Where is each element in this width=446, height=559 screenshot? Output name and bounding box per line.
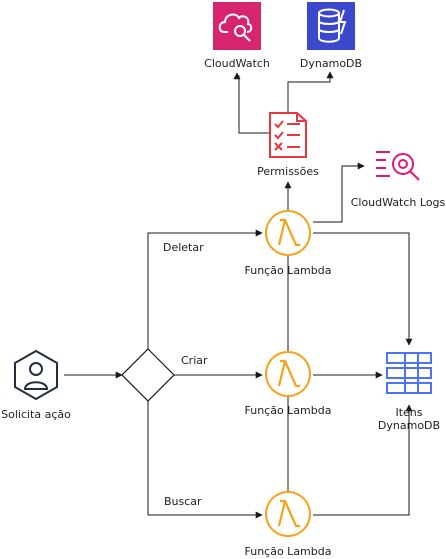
lambda-create-node[interactable]: Função Lambda [245, 351, 332, 417]
edge-label-create: Criar [181, 354, 208, 367]
lambda-delete-label: Função Lambda [245, 264, 332, 277]
permissions-node[interactable]: Permissões [257, 112, 319, 178]
cloudwatch-logs-node[interactable]: CloudWatch Logs [351, 151, 446, 209]
database-glyph [318, 8, 347, 43]
edge-permissions-to-dynamodb [287, 71, 334, 113]
edge-lambda-delete-to-items [313, 232, 413, 346]
edge-decision-to-search [147, 401, 263, 519]
edge-lambda-search-to-items [313, 404, 413, 516]
items-dynamodb-node[interactable]: Itens DynamoDB [378, 352, 440, 432]
user-body [23, 381, 49, 390]
lambda-search-label: Função Lambda [245, 545, 332, 558]
user-label: Solicita ação [1, 408, 71, 421]
lambda-glyph [277, 218, 300, 247]
user-head [29, 362, 43, 376]
checklist-icon [269, 112, 307, 158]
logs-magnifier-icon [376, 151, 420, 181]
cloudwatch-logs-label: CloudWatch Logs [351, 196, 446, 209]
cloud-magnifier-glyph [218, 13, 253, 42]
items-label-line2: DynamoDB [378, 419, 440, 432]
table-icon [386, 352, 432, 394]
lambda-create-label: Função Lambda [245, 404, 332, 417]
permissions-label: Permissões [257, 165, 319, 178]
edge-label-delete: Deletar [163, 241, 204, 254]
edge-lambda-to-cloudwatch-logs [313, 162, 365, 223]
edge-permissions-to-cloudwatch [233, 72, 270, 134]
user-node[interactable]: Solicita ação [1, 349, 71, 421]
lambda-delete-node[interactable]: Função Lambda [245, 210, 332, 277]
decision-diamond[interactable] [121, 348, 175, 402]
dynamodb-top-node[interactable]: DynamoDB [300, 2, 362, 70]
cloudwatch-label: CloudWatch [204, 57, 270, 70]
edges [64, 71, 413, 519]
lambda-glyph [277, 499, 300, 528]
lambda-icon [265, 210, 311, 256]
dynamodb-top-label: DynamoDB [300, 57, 362, 70]
edge-label-search: Buscar [164, 495, 202, 508]
items-label-line1: Itens [395, 406, 422, 419]
lambda-search-node[interactable]: Função Lambda [245, 491, 332, 558]
edge-decision-to-delete [147, 229, 263, 349]
lambda-icon [265, 351, 311, 397]
cloudwatch-node[interactable]: CloudWatch [204, 2, 270, 70]
lambda-glyph [277, 359, 300, 388]
lambda-icon [265, 491, 311, 537]
